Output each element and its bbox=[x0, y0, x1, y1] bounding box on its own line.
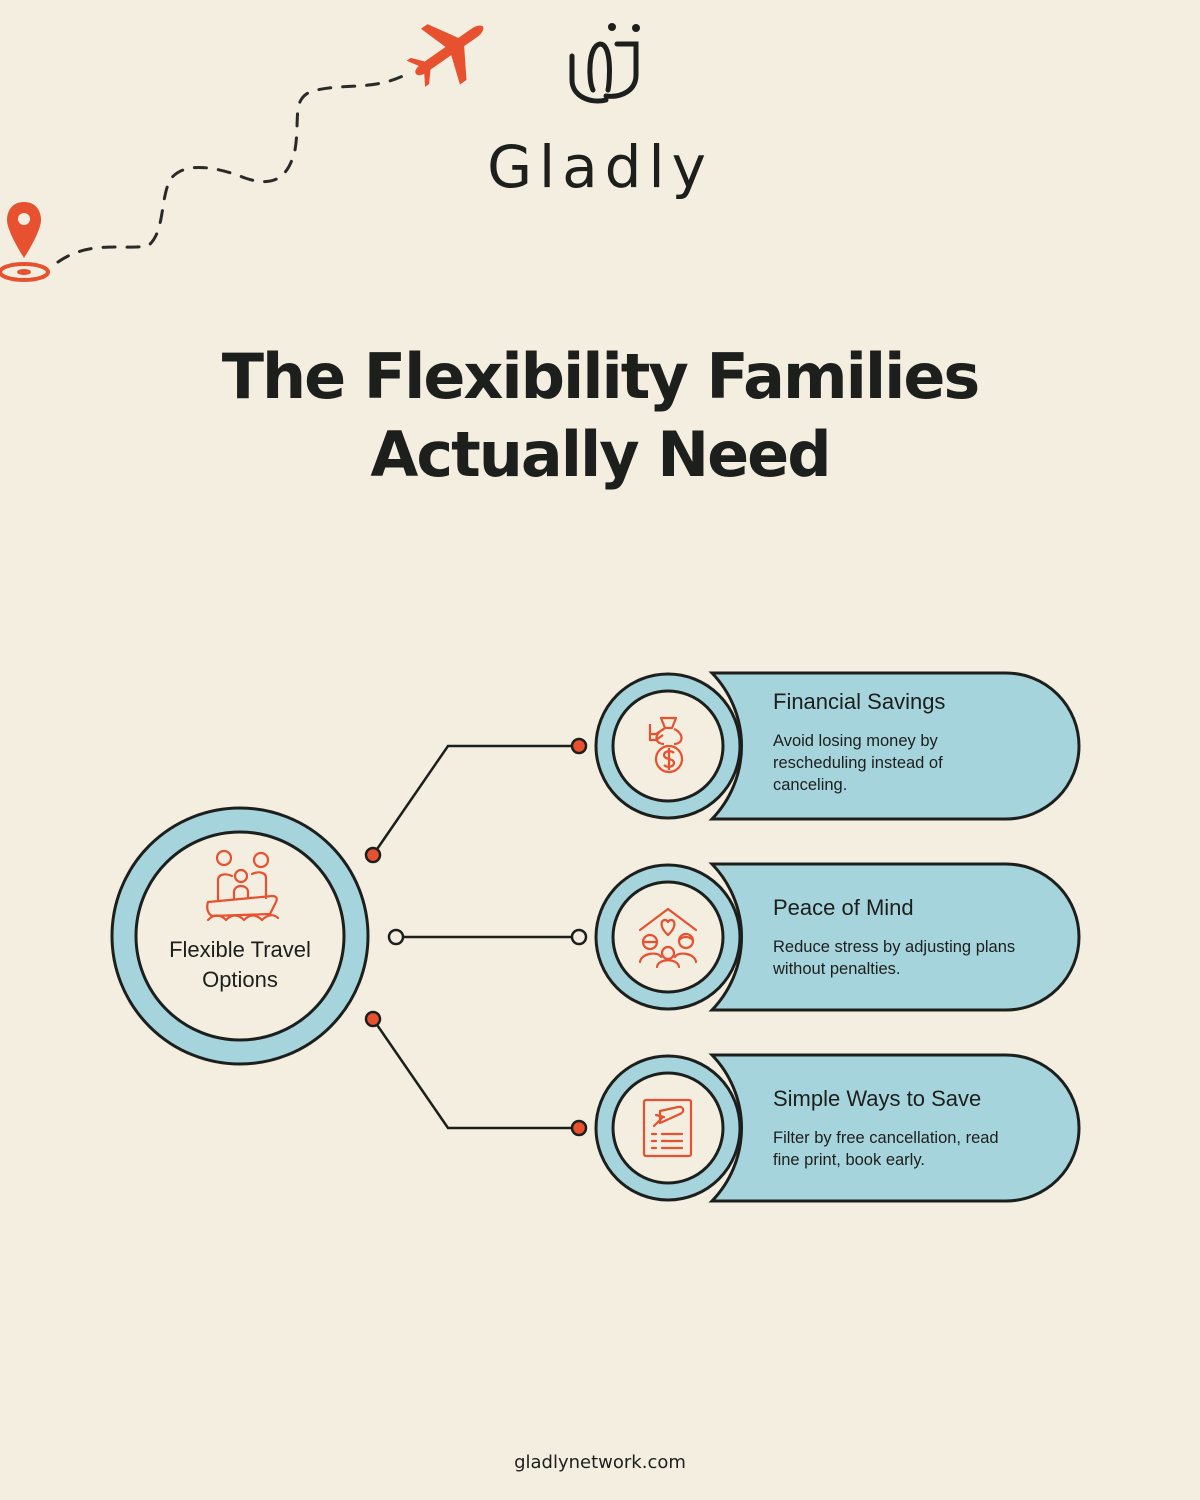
connector-dots bbox=[364, 737, 588, 1137]
title-line-2: Actually Need bbox=[370, 418, 831, 491]
airplane-icon bbox=[406, 24, 484, 87]
hub-circle bbox=[110, 806, 370, 1066]
branch-description: Avoid losing money by rescheduling inste… bbox=[773, 732, 943, 794]
brand-name: Gladly bbox=[487, 133, 713, 201]
dashed-travel-path bbox=[56, 73, 407, 264]
branch-description: Reduce stress by adjusting plans without… bbox=[773, 938, 1016, 978]
hub-label: Flexible Travel Options bbox=[169, 937, 311, 992]
branch-card-simple-ways-to-save bbox=[594, 1053, 1081, 1203]
page-title: The Flexibility Families Actually Need bbox=[100, 338, 1100, 494]
connector-lines bbox=[371, 744, 579, 1130]
gladly-logo-icon bbox=[569, 23, 640, 104]
branch-text-financial-savings: Financial Savings Avoid losing money by … bbox=[773, 688, 1013, 796]
map-pin-icon bbox=[0, 202, 50, 282]
branch-description: Filter by free cancellation, read fine p… bbox=[773, 1129, 999, 1169]
branch-card-peace-of-mind bbox=[594, 862, 1081, 1012]
branch-card-financial-savings bbox=[594, 671, 1081, 821]
branch-title: Simple Ways to Save bbox=[773, 1086, 982, 1111]
title-line-1: The Flexibility Families bbox=[221, 340, 981, 413]
flight-checklist-icon bbox=[642, 1098, 693, 1158]
website-link[interactable]: gladlynetwork.com bbox=[514, 1452, 686, 1473]
family-home-heart-icon bbox=[638, 907, 698, 969]
money-bag-icon bbox=[648, 716, 684, 774]
branch-title: Peace of Mind bbox=[773, 895, 914, 920]
branch-title: Financial Savings bbox=[773, 689, 946, 714]
branch-text-peace-of-mind: Peace of Mind Reduce stress by adjusting… bbox=[773, 894, 1023, 980]
branch-text-simple-ways-to-save: Simple Ways to Save Filter by free cance… bbox=[773, 1085, 1023, 1171]
family-boat-icon bbox=[206, 849, 280, 922]
